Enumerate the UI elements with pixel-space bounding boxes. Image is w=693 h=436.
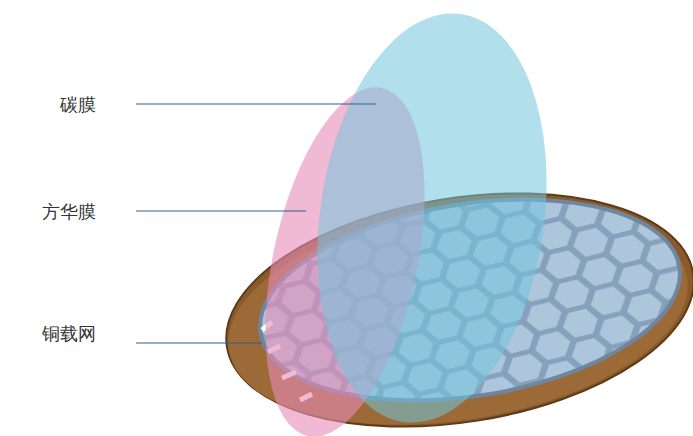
leader-line bbox=[136, 342, 262, 343]
part-label: 碳膜 bbox=[60, 94, 96, 116]
carbon-film bbox=[292, 0, 571, 436]
part-label: 铜载网 bbox=[42, 323, 96, 345]
leader-line bbox=[136, 210, 306, 211]
part-label: 方华膜 bbox=[42, 201, 96, 223]
leader-line bbox=[136, 103, 376, 104]
